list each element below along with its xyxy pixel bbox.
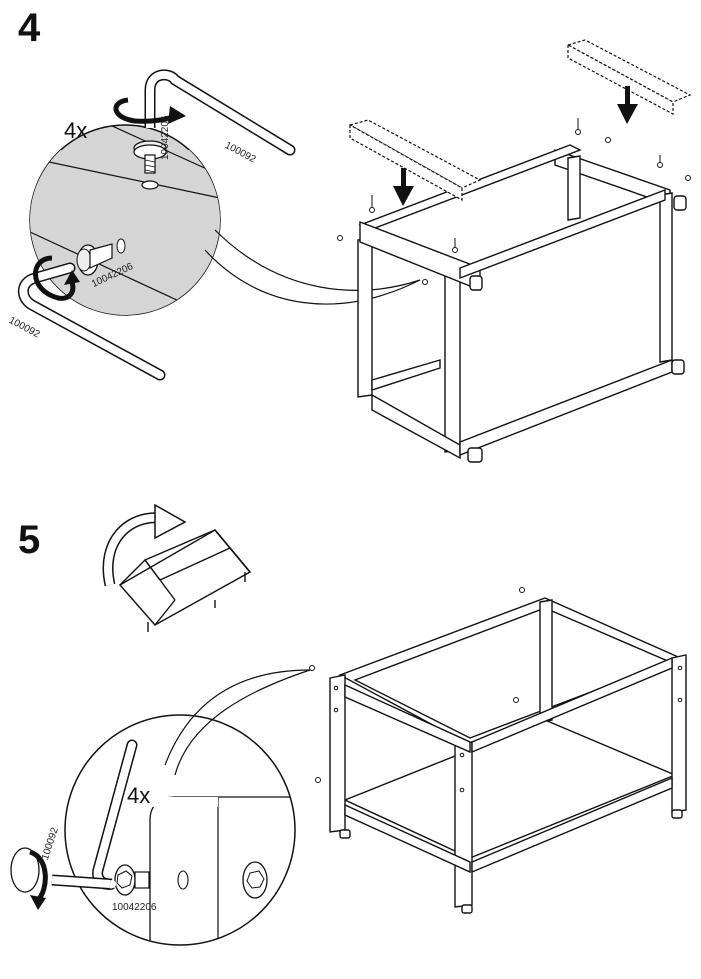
step-5-number: 5 (18, 518, 41, 562)
step-4-quantity: 4x (64, 118, 88, 143)
flip-arrow-icon (102, 503, 187, 587)
down-arrow-icon (393, 86, 638, 206)
step-4-detail-callout (29, 124, 421, 316)
small-frame-flipped (118, 529, 252, 632)
step-5-detail-callout (64, 669, 311, 946)
frame-step-4 (357, 144, 687, 463)
screw-icon (337, 118, 691, 285)
rotate-arrow-icon (33, 255, 80, 301)
allen-key-icon (51, 739, 138, 890)
rotate-arrow-icon (113, 97, 186, 124)
screw-icon (114, 861, 268, 899)
part-number-screw: 10042206 (160, 115, 171, 161)
frame-step-4-new-beams (348, 39, 692, 202)
step-5-quantity: 4x (127, 783, 151, 808)
rotate-arrow-icon (10, 847, 48, 910)
part-number-screw: 10042206 (112, 902, 157, 913)
screw-icon (309, 587, 683, 793)
screw-icon (133, 140, 167, 190)
step-4-number: 4 (18, 6, 41, 50)
screw-icon (76, 238, 126, 276)
frame-step-5 (329, 597, 687, 914)
